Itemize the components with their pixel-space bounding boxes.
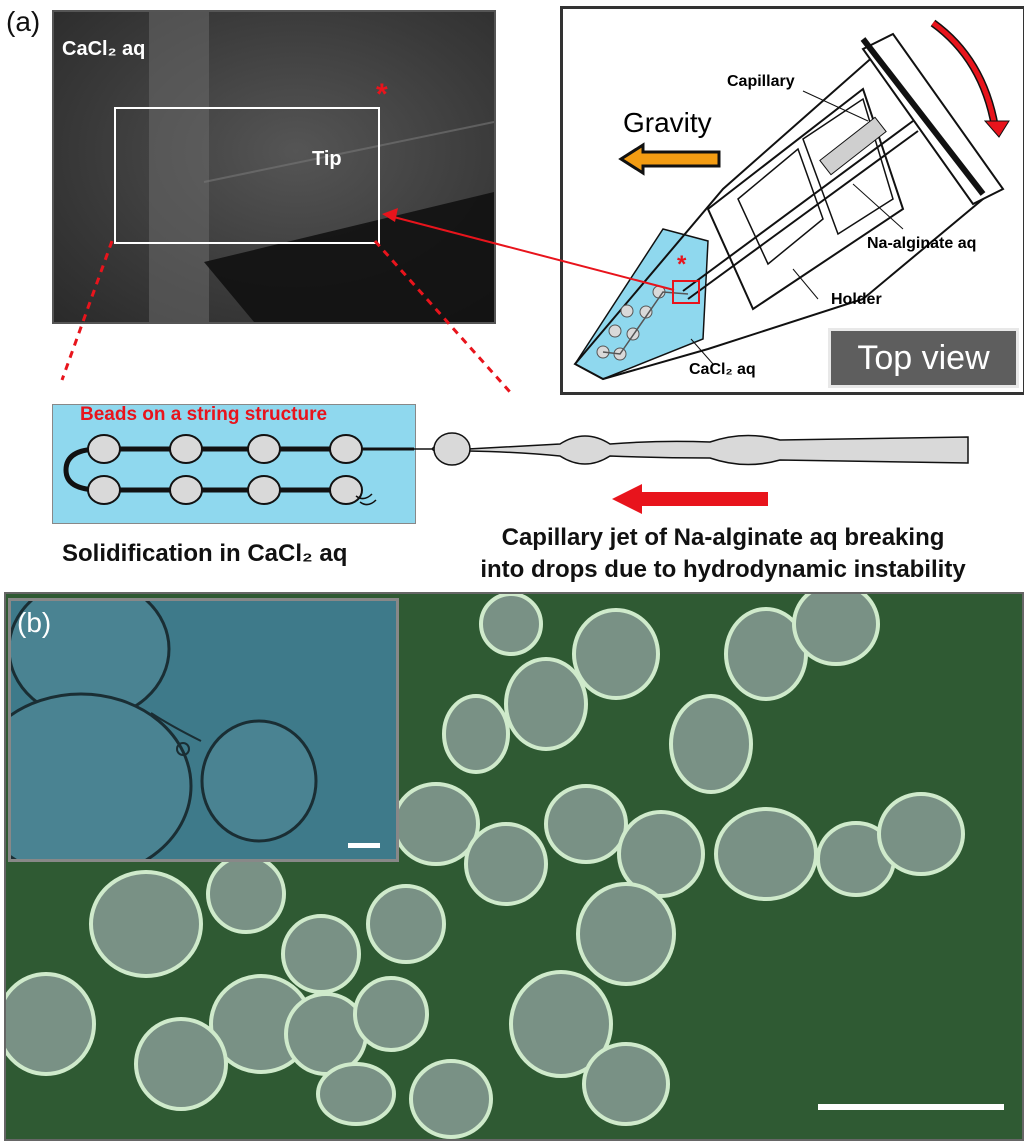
bath-label: CaCl₂ aq <box>689 361 756 378</box>
panel-b-label: (b) <box>17 607 52 638</box>
tip-region-box <box>114 107 380 244</box>
tip-label: Tip <box>312 148 342 170</box>
scale-bar-main <box>818 1104 1004 1110</box>
connector-lines <box>60 208 675 393</box>
top-view-tag: Top view <box>828 328 1019 388</box>
inset-micrograph: (b) <box>8 598 399 862</box>
inset-beads <box>11 601 380 859</box>
jet-caption-line2: into drops due to hydrodynamic instabili… <box>480 556 966 583</box>
beads-field <box>6 594 1004 1139</box>
jet-caption-line1: Capillary jet of Na-alginate aq breaking <box>501 524 945 551</box>
scale-bar-inset <box>348 843 380 848</box>
alginate-label: Na-alginate aq <box>867 235 977 252</box>
nozzle-drawing <box>573 19 1010 381</box>
micrograph-medium-label: CaCl₂ aq <box>62 38 146 60</box>
capillary-label: Capillary <box>727 73 795 90</box>
solidification-caption: Solidification in CaCl₂ aq <box>62 540 348 567</box>
top-view-schematic: Capillary Gravity Na-alginate aq Holder … <box>560 6 1024 395</box>
beads-micrograph <box>4 592 1024 1141</box>
tip-micrograph: CaCl₂ aq Tip * <box>52 10 496 324</box>
gravity-label: Gravity <box>623 107 712 138</box>
calcium-bath <box>52 404 416 524</box>
panel-a-label: (a) <box>6 6 41 37</box>
holder-label: Holder <box>831 291 882 308</box>
schematic-marker: * <box>677 251 687 278</box>
jet-diagram <box>63 432 969 514</box>
micrograph-marker: * <box>376 78 388 111</box>
structure-label: Beads on a string structure <box>80 404 328 425</box>
